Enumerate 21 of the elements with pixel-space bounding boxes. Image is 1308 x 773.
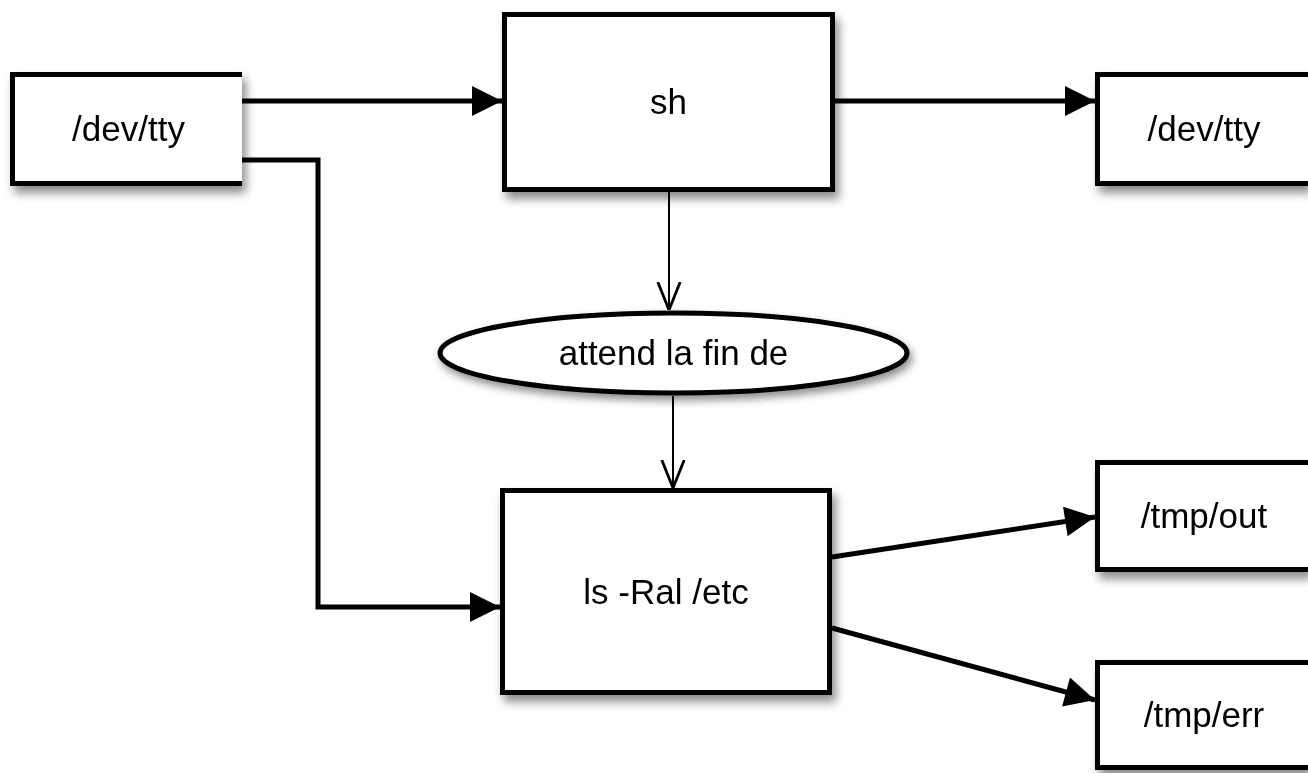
- process-box: [500, 488, 832, 695]
- file-node: [1095, 72, 1308, 186]
- arrow: [242, 86, 502, 116]
- file-node: [1095, 460, 1308, 572]
- arrow: [831, 506, 1096, 560]
- node-label: attend la fin de: [558, 333, 789, 373]
- file-node: [1095, 660, 1308, 770]
- wait-ellipse: [437, 310, 910, 396]
- process-box: [502, 12, 835, 192]
- arrow: [835, 86, 1095, 116]
- node-label: /tmp/out: [1140, 496, 1268, 536]
- file-node: [10, 72, 242, 186]
- arrow: [242, 157, 500, 622]
- node-label: ls -Ral /etc: [583, 571, 749, 612]
- arrow: [831, 625, 1096, 707]
- node-label: sh: [650, 82, 687, 122]
- arrow: [660, 395, 686, 490]
- node-label: /dev/tty: [72, 109, 185, 149]
- arrow: [656, 191, 682, 312]
- node-label: /tmp/err: [1143, 695, 1265, 735]
- node-label: /dev/tty: [1147, 109, 1261, 149]
